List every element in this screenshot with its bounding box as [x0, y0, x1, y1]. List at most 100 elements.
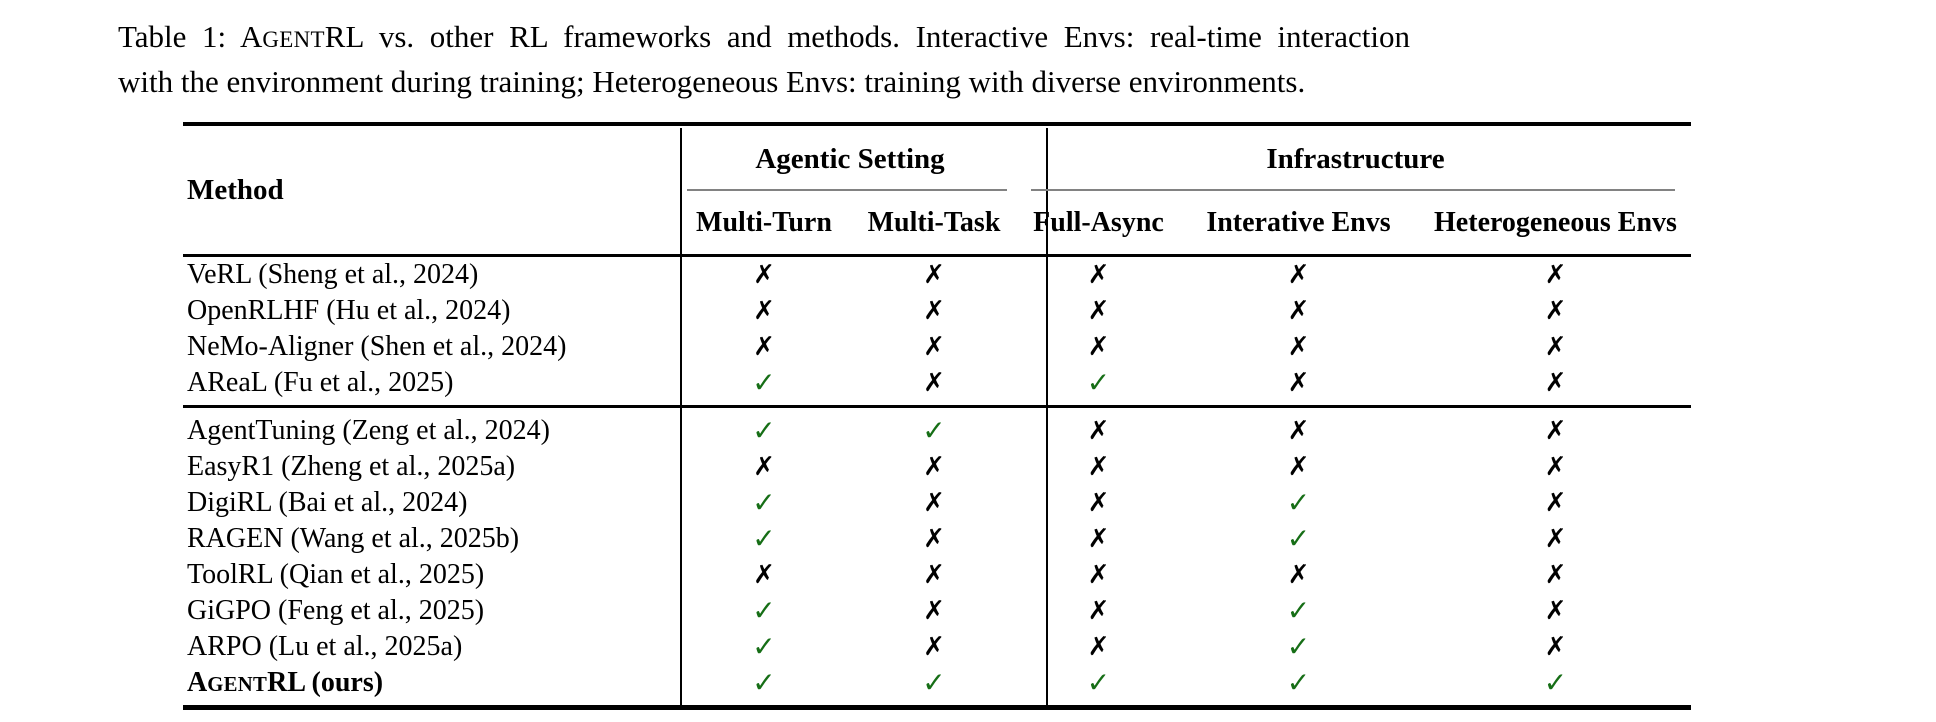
cross-icon: ✗ — [1087, 632, 1110, 662]
cross-icon: ✗ — [1087, 596, 1110, 626]
method-cell: ToolRL (Qian et al., 2025) — [187, 559, 485, 590]
agentrl-wordmark: AGENTRL — [240, 19, 364, 54]
cross-icon: ✗ — [923, 296, 945, 326]
cross-icon: ✗ — [1087, 488, 1110, 518]
cross-icon: ✗ — [923, 260, 945, 290]
cross-icon: ✗ — [1087, 524, 1110, 554]
vertical-rule-right — [1046, 128, 1048, 705]
cross-icon: ✗ — [1544, 452, 1567, 482]
cross-icon: ✗ — [1087, 416, 1110, 446]
check-icon: ✓ — [922, 414, 946, 447]
cross-icon: ✗ — [753, 332, 775, 362]
table-row: EasyR1 (Zheng et al., 2025a)✗✗✗✗✗ — [183, 449, 1691, 485]
cross-icon: ✗ — [1544, 560, 1567, 590]
comparison-table: Method Agentic Setting Infrastructure Mu… — [183, 122, 1691, 710]
table-row: AReaL (Fu et al., 2025)✓✗✓✗✗ — [183, 365, 1691, 401]
cross-icon: ✗ — [1544, 260, 1567, 290]
table-row: ToolRL (Qian et al., 2025) ✗ ✗ ✗ ✗ ✗ — [183, 557, 1691, 593]
check-icon: ✓ — [1543, 666, 1568, 699]
method-cell: AgentTuning (Zeng et al., 2024) — [187, 415, 550, 446]
caption-text: vs. other RL frameworks and methods. Int… — [363, 19, 1410, 54]
check-icon: ✓ — [922, 666, 946, 699]
check-icon: ✓ — [1086, 666, 1111, 699]
cross-icon: ✗ — [1544, 296, 1567, 326]
cross-icon: ✗ — [753, 260, 775, 290]
caption-table-label: Table 1: — [118, 19, 241, 54]
group-header-infrastructure: Infrastructure — [1020, 126, 1691, 192]
group-header-agentic-setting: Agentic Setting — [680, 126, 1020, 192]
cross-icon: ✗ — [1287, 452, 1310, 482]
column-header-heterogeneous-envs: Heterogeneous Envs — [1434, 207, 1677, 238]
check-icon: ✓ — [752, 522, 776, 555]
table-row: VeRL (Sheng et al., 2024)✗✗✗✗✗ — [183, 257, 1691, 293]
table-row: GiGPO (Feng et al., 2025)✓✗✗✓✗ — [183, 593, 1691, 629]
table-row: ARPO (Lu et al., 2025a) ✓ ✗ ✗ ✓ ✗ — [183, 629, 1691, 665]
cross-icon: ✗ — [1287, 332, 1310, 362]
table-row: RAGEN (Wang et al., 2025b) ✓ ✗ ✗ ✓ ✗ — [183, 521, 1691, 557]
column-header-multi-turn: Multi-Turn — [696, 207, 832, 238]
cross-icon: ✗ — [923, 560, 945, 590]
method-cell: GiGPO (Feng et al., 2025) — [187, 595, 485, 626]
caption-line-2: with the environment during training; He… — [118, 64, 1306, 99]
check-icon: ✓ — [752, 666, 776, 699]
check-icon: ✓ — [1286, 522, 1311, 555]
cmidrule-infrastructure — [1031, 189, 1675, 191]
cross-icon: ✗ — [753, 452, 775, 482]
vertical-rule-left — [680, 128, 682, 705]
method-cell: AReaL (Fu et al., 2025) — [187, 367, 454, 398]
check-icon: ✓ — [1286, 594, 1311, 627]
table-row: OpenRLHF (Hu et al., 2024)✗✗✗✗✗ — [183, 293, 1691, 329]
table-header: Method Agentic Setting Infrastructure Mu… — [183, 126, 1691, 254]
cross-icon: ✗ — [1287, 296, 1310, 326]
check-icon: ✓ — [1086, 366, 1111, 399]
framework-rows-group: VeRL (Sheng et al., 2024)✗✗✗✗✗OpenRLHF (… — [183, 257, 1691, 401]
cross-icon: ✗ — [1287, 260, 1310, 290]
check-icon: ✓ — [1286, 666, 1311, 699]
cross-icon: ✗ — [923, 632, 945, 662]
column-header-multi-task: Multi-Task — [867, 207, 1001, 238]
method-rows-group: AgentTuning (Zeng et al., 2024)✓✓✗✗✗Easy… — [183, 413, 1691, 701]
check-icon: ✓ — [752, 594, 776, 627]
check-icon: ✓ — [1286, 630, 1311, 663]
cross-icon: ✗ — [1087, 296, 1110, 326]
cross-icon: ✗ — [923, 488, 945, 518]
method-cell: EasyR1 (Zheng et al., 2025a) — [187, 451, 516, 482]
column-header-interative-envs: Interative Envs — [1206, 207, 1391, 238]
cross-icon: ✗ — [923, 524, 945, 554]
table-caption: Table 1: AGENTRL vs. other RL frameworks… — [118, 16, 1410, 103]
check-icon: ✓ — [1286, 486, 1311, 519]
table-row: DigiRL (Bai et al., 2024)✓✗✗✓✗ — [183, 485, 1691, 521]
cross-icon: ✗ — [1544, 368, 1567, 398]
method-cell: NeMo-Aligner (Shen et al., 2024) — [187, 331, 567, 362]
cross-icon: ✗ — [1544, 488, 1567, 518]
check-icon: ✓ — [752, 630, 776, 663]
cross-icon: ✗ — [1087, 560, 1110, 590]
method-cell: AGENTRL (ours) — [187, 667, 384, 698]
cross-icon: ✗ — [753, 560, 775, 590]
check-icon: ✓ — [752, 366, 776, 399]
header-rule — [183, 254, 1691, 257]
check-icon: ✓ — [752, 486, 776, 519]
cross-icon: ✗ — [753, 296, 775, 326]
cross-icon: ✗ — [1544, 524, 1567, 554]
table-row: AGENTRL (ours) ✓ ✓ ✓ ✓ ✓ — [183, 665, 1691, 701]
cross-icon: ✗ — [1544, 332, 1567, 362]
method-cell: ARPO (Lu et al., 2025a) — [187, 631, 463, 662]
cross-icon: ✗ — [1087, 452, 1110, 482]
cross-icon: ✗ — [923, 596, 945, 626]
group-separator-rule — [183, 405, 1691, 408]
cross-icon: ✗ — [1287, 560, 1310, 590]
column-header-full-async: Full-Async — [1033, 207, 1164, 238]
method-cell: RAGEN (Wang et al., 2025b) — [187, 523, 520, 554]
cross-icon: ✗ — [1544, 632, 1567, 662]
check-icon: ✓ — [752, 414, 776, 447]
cross-icon: ✗ — [1544, 416, 1567, 446]
cross-icon: ✗ — [1087, 260, 1110, 290]
top-rule — [183, 122, 1691, 126]
table-row: AgentTuning (Zeng et al., 2024)✓✓✗✗✗ — [183, 413, 1691, 449]
method-column-header: Method — [187, 173, 284, 206]
bottom-rule — [183, 705, 1691, 710]
cmidrule-agentic — [687, 189, 1007, 191]
cross-icon: ✗ — [923, 332, 945, 362]
